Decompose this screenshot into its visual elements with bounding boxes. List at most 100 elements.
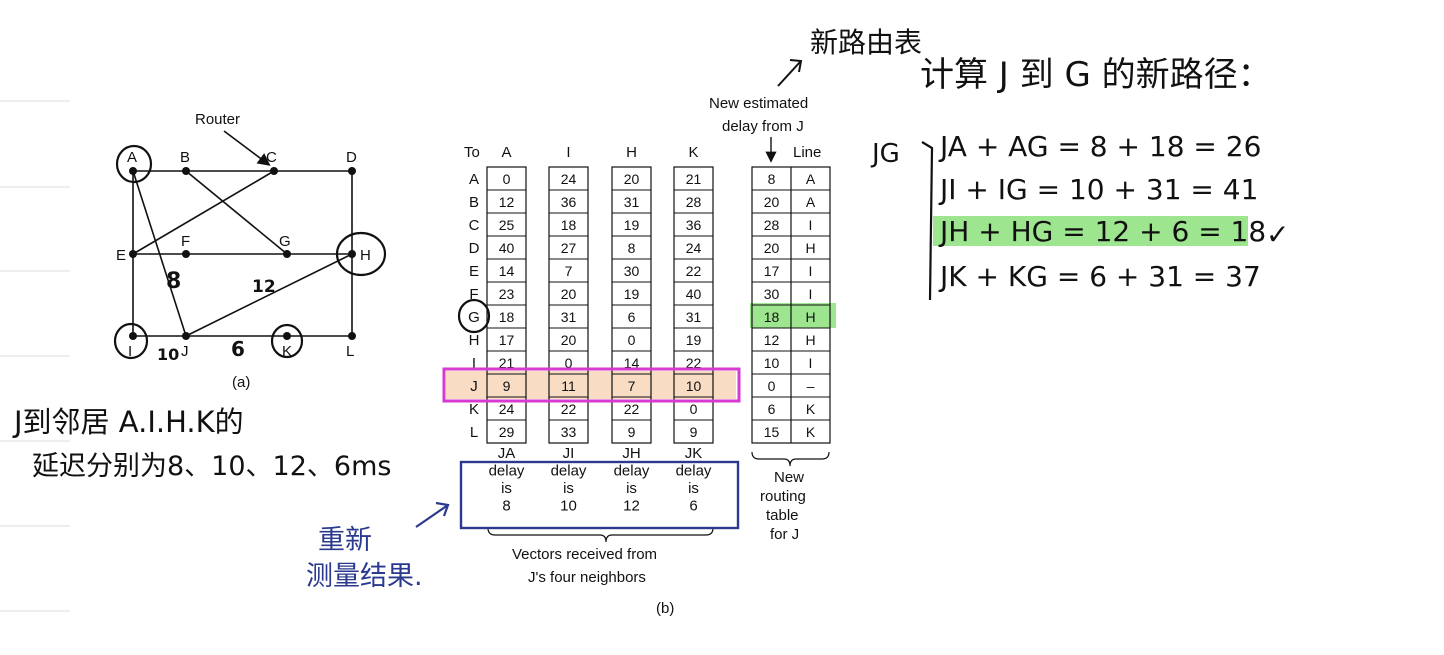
vectors-caption-1: Vectors received from (512, 546, 657, 563)
vector-cell: 31 (624, 194, 640, 210)
new-line-cell: K (806, 424, 816, 440)
circle-row-g (457, 298, 491, 334)
vector-cell: 8 (628, 240, 636, 256)
weight-jh: 12 (252, 277, 276, 297)
neighbor-vectors: 0122540142318172192429243618277203120011… (486, 166, 714, 444)
new-line-cell: I (809, 217, 813, 233)
new-delay-cell: 17 (764, 263, 780, 279)
neighbor-header-k: K (688, 144, 698, 161)
row-label-g: G (468, 309, 480, 326)
row-label-h: H (469, 332, 480, 349)
weight-ja: 8 (166, 269, 181, 294)
row-label-e: E (469, 263, 479, 280)
vector-cell: 20 (561, 332, 577, 348)
circle-node-h (335, 231, 387, 277)
delay-blue-box (459, 460, 740, 530)
neighbor-note-2: 延迟分别为8、10、12、6ms (32, 451, 391, 482)
node-label-k: K (282, 343, 292, 360)
vector-cell: 19 (624, 217, 640, 233)
delay-label-line: is (501, 480, 512, 497)
vector-cell: 30 (624, 263, 640, 279)
row-label-l: L (470, 424, 478, 441)
row-j-magenta-box (442, 367, 741, 403)
new-delay-cell: 20 (764, 194, 780, 210)
node-g (283, 250, 291, 258)
notebook-lines (0, 100, 70, 612)
vector-cell: 0 (503, 171, 511, 187)
vector-cell: 21 (686, 171, 702, 187)
new-table-brace (751, 451, 830, 467)
vector-cell: 36 (561, 194, 577, 210)
node-label-b: B (180, 149, 190, 166)
neighbor-header-i: I (566, 144, 570, 161)
vector-cell: 19 (624, 286, 640, 302)
new-line-cell: I (809, 355, 813, 371)
new-line-cell: K (806, 401, 816, 417)
vector-cell: 22 (561, 401, 577, 417)
new-table-caption-2: routing (760, 488, 806, 505)
delay-label-line: JH (622, 445, 640, 462)
node-labels: A B C D E F G H I J K L (116, 149, 371, 360)
vector-cell: 25 (499, 217, 515, 233)
equation-ja: JA + AG = 8 + 18 = 26 (938, 130, 1261, 163)
node-c (270, 167, 278, 175)
check-mark: ✓ (1266, 218, 1289, 251)
vector-cell: 21 (499, 355, 515, 371)
row-label-a: A (469, 171, 479, 188)
delay-label-line: delay (676, 463, 712, 480)
row-j-orange-highlight (446, 371, 736, 399)
node-label-h: H (360, 247, 371, 264)
vector-cell: 23 (499, 286, 515, 302)
vector-cell: 31 (686, 309, 702, 325)
row-g-green-highlight (750, 303, 836, 328)
node-k (283, 332, 291, 340)
row-label-f: F (469, 286, 478, 303)
vector-cell: 24 (686, 240, 702, 256)
remeasure-note-1: 重新 (318, 525, 372, 556)
row-label-c: C (469, 217, 480, 234)
vector-cell: 9 (503, 378, 511, 394)
node-e (129, 250, 137, 258)
delay-label-line: delay (489, 463, 525, 480)
node-f (182, 250, 190, 258)
new-line-cell: H (805, 240, 815, 256)
new-estimated-label-1: New estimated (709, 95, 808, 112)
vector-cell: 22 (624, 401, 640, 417)
to-header: To (464, 144, 480, 161)
node-h (348, 250, 356, 258)
row-label-j: J (470, 378, 478, 395)
node-label-c: C (266, 149, 277, 166)
weight-jk: 6 (231, 337, 245, 361)
new-table-caption-1: New (774, 469, 804, 486)
circle-node-a (115, 144, 153, 184)
vector-cell: 7 (565, 263, 573, 279)
new-delay-cell: 12 (764, 332, 780, 348)
vector-cell: 10 (686, 378, 702, 394)
vector-cell: 11 (561, 378, 576, 394)
node-label-a: A (127, 149, 137, 166)
new-line-cell: I (809, 263, 813, 279)
equation-jk: JK + KG = 6 + 31 = 37 (938, 260, 1261, 293)
vector-cell: 40 (686, 286, 702, 302)
equation-ji: JI + IG = 10 + 31 = 41 (938, 173, 1258, 206)
delay-label-line: JI (563, 445, 575, 462)
delay-label-line: 6 (689, 498, 697, 515)
vector-cell: 18 (499, 309, 515, 325)
delay-label-line: JK (685, 445, 703, 462)
equation-jh: JH + HG = 12 + 6 = 18 (938, 215, 1266, 248)
vector-cell: 22 (686, 355, 702, 371)
neighbor-note-1: J到邻居 A.I.H.K的 (12, 405, 244, 439)
new-delay-cell: 0 (768, 378, 776, 394)
jg-bracket (921, 141, 934, 301)
delay-label-line: is (626, 480, 637, 497)
vector-cell: 6 (628, 309, 636, 325)
graph-edges (132, 130, 353, 337)
node-l (348, 332, 356, 340)
remeasure-note-2: 测量结果. (306, 561, 423, 592)
delay-label-line: is (688, 480, 699, 497)
node-label-i: I (128, 343, 132, 360)
new-line-cell: H (805, 309, 815, 325)
